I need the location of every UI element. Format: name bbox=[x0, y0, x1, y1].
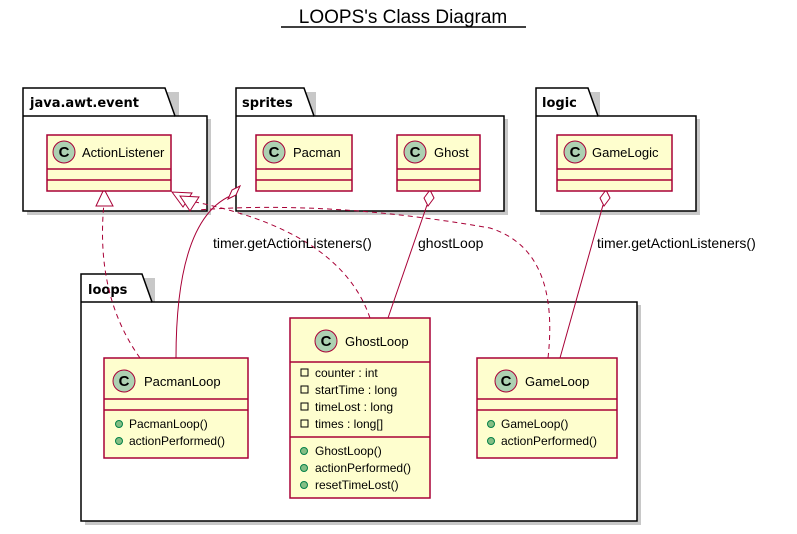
public-method-icon bbox=[115, 437, 123, 445]
method: resetTimeLost() bbox=[315, 478, 399, 492]
method: actionPerformed() bbox=[129, 434, 225, 448]
aggregation-diamond bbox=[423, 189, 435, 207]
method: actionPerformed() bbox=[315, 461, 411, 475]
class-name: GameLoop bbox=[525, 374, 589, 389]
package-label: java.awt.event bbox=[29, 96, 139, 111]
svg-text:C: C bbox=[119, 373, 130, 390]
method: PacmanLoop() bbox=[129, 417, 208, 431]
class-action-listener[interactable]: C ActionListener bbox=[46, 134, 172, 192]
class-stereotype-icon bbox=[494, 369, 518, 393]
class-name: Ghost bbox=[434, 145, 469, 160]
package-label: sprites bbox=[242, 96, 293, 111]
edge-ghostloop-realizes-actionlistener bbox=[189, 200, 371, 319]
class-name: GameLogic bbox=[592, 145, 659, 160]
svg-text:C: C bbox=[570, 144, 581, 161]
package-label: loops bbox=[88, 283, 128, 298]
field: counter : int bbox=[315, 366, 378, 380]
public-method-icon bbox=[487, 437, 495, 445]
realization-arrowhead bbox=[179, 195, 200, 212]
class-ghost-loop[interactable]: C GhostLoop counter : int startTime : lo… bbox=[289, 317, 431, 499]
class-pacman[interactable]: C Pacman bbox=[255, 134, 353, 192]
class-stereotype-icon bbox=[52, 140, 76, 164]
method: actionPerformed() bbox=[501, 434, 597, 448]
class-ghost[interactable]: C Ghost bbox=[396, 134, 481, 192]
private-field-icon bbox=[300, 385, 309, 394]
class-stereotype-icon bbox=[403, 140, 427, 164]
svg-text:C: C bbox=[410, 144, 421, 161]
edge-label-pacman: timer.getActionListeners() bbox=[213, 235, 372, 251]
field: timeLost : long bbox=[315, 400, 393, 414]
class-name: ActionListener bbox=[82, 145, 165, 160]
svg-text:C: C bbox=[321, 333, 332, 350]
public-method-icon bbox=[115, 420, 123, 428]
field: times : long[] bbox=[315, 417, 383, 431]
class-name: PacmanLoop bbox=[144, 374, 221, 389]
svg-text:C: C bbox=[501, 373, 512, 390]
edge-gamelogic-aggregates-gameloop bbox=[559, 204, 604, 359]
public-method-icon bbox=[300, 464, 308, 472]
class-pacman-loop[interactable]: C PacmanLoop PacmanLoop() actionPerforme… bbox=[103, 357, 249, 459]
edge-label-ghost: ghostLoop bbox=[418, 235, 484, 251]
public-method-icon bbox=[300, 447, 308, 455]
class-stereotype-icon bbox=[112, 369, 136, 393]
class-name: Pacman bbox=[293, 145, 341, 160]
method: GhostLoop() bbox=[315, 444, 382, 458]
edge-gameloop-realizes-actionlistener bbox=[197, 206, 551, 359]
field: startTime : long bbox=[315, 383, 397, 397]
class-name: GhostLoop bbox=[345, 334, 409, 349]
class-stereotype-icon bbox=[314, 329, 338, 353]
class-game-loop[interactable]: C GameLoop GameLoop() actionPerformed() bbox=[476, 357, 618, 459]
method: GameLoop() bbox=[501, 417, 568, 431]
edge-label-gamelogic: timer.getActionListeners() bbox=[597, 235, 756, 251]
package-label: logic bbox=[542, 96, 577, 111]
svg-text:C: C bbox=[59, 144, 70, 161]
public-method-icon bbox=[487, 420, 495, 428]
private-field-icon bbox=[300, 368, 309, 377]
edge-pacman-aggregates-pacmanloop bbox=[175, 193, 236, 359]
aggregation-diamond bbox=[226, 184, 242, 201]
private-field-icon bbox=[300, 402, 309, 411]
edge-ghost-aggregates-ghostloop bbox=[387, 204, 428, 319]
class-stereotype-icon bbox=[563, 140, 587, 164]
private-field-icon bbox=[300, 419, 309, 428]
class-stereotype-icon bbox=[262, 140, 286, 164]
svg-text:C: C bbox=[269, 144, 280, 161]
class-game-logic[interactable]: C GameLogic bbox=[556, 134, 673, 192]
realization-arrowhead bbox=[95, 187, 114, 207]
aggregation-diamond bbox=[599, 189, 611, 207]
public-method-icon bbox=[300, 481, 308, 489]
diagram-title: LOOPS's Class Diagram bbox=[299, 7, 507, 28]
